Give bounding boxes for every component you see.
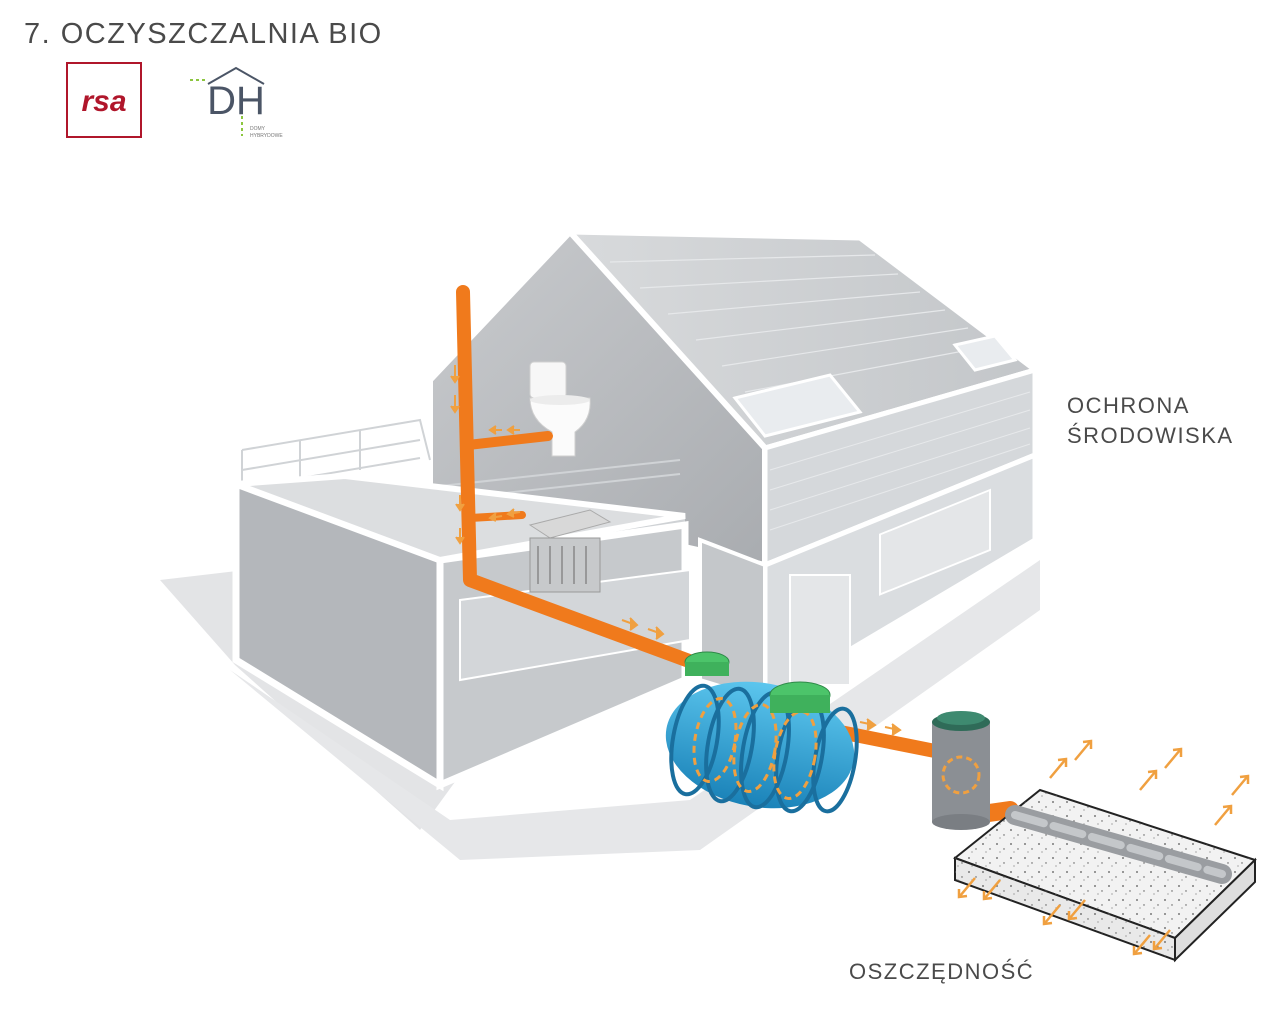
annex-roof [234, 472, 686, 564]
window [879, 488, 991, 596]
page-title: 7. OCZYSZCZALNIA BIO [24, 18, 383, 50]
rsa-logo-text: rsa [81, 85, 126, 118]
dispersion-arrows [957, 739, 1250, 956]
skylight [952, 334, 1018, 372]
main-house [427, 227, 1041, 705]
distribution-well-icon [932, 711, 990, 830]
dh-logo-letters: DH [207, 79, 265, 123]
dh-logo-tagline-2: HYBRYDOWE [250, 133, 283, 139]
drainage-field-icon [952, 788, 1257, 963]
stove-icon [528, 509, 612, 593]
dh-logo: DH DOMY HYBRYDOWE [186, 64, 306, 144]
savings-label: OSZCZĘDNOŚĆ [849, 959, 1035, 984]
skylight [732, 373, 863, 438]
dh-logo-tagline-1: DOMY [250, 126, 266, 132]
septic-tank-icon [665, 651, 859, 814]
environment-label: OCHRONA ŚRODOWISKA [1067, 391, 1234, 451]
rsa-logo: rsa [66, 62, 142, 138]
door [789, 574, 851, 686]
environment-label-line-1: OCHRONA [1067, 393, 1190, 418]
environment-label-line-2: ŚRODOWISKA [1067, 423, 1234, 448]
flow-arrows [450, 365, 902, 736]
toilet-icon [529, 361, 591, 457]
